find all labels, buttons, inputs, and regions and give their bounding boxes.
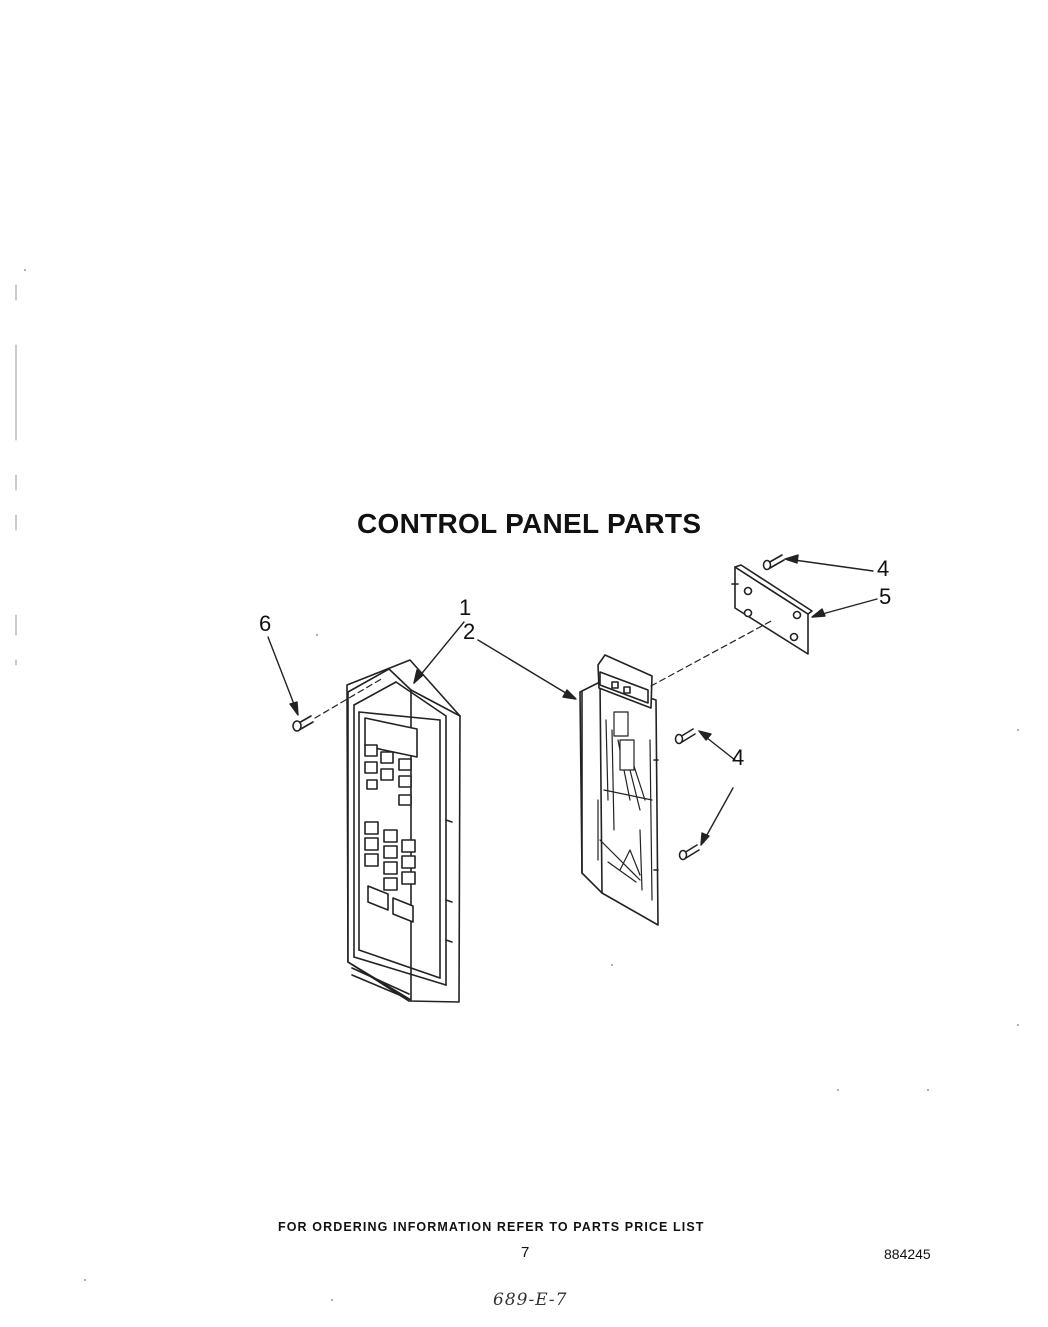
keypad-keys-lower: [364, 821, 416, 923]
callout-4-top: 4: [877, 556, 890, 581]
callout-6: 6: [259, 611, 272, 636]
callout-4-side: 4: [732, 745, 745, 770]
diagram-title: CONTROL PANEL PARTS: [357, 508, 702, 539]
handwritten-annotation: 689-E-7: [493, 1290, 568, 1310]
screw-part-6: [292, 677, 384, 732]
scan-specks: [24, 269, 1019, 1301]
leader-lines: [267, 554, 878, 846]
bracket-plate-part-5: [650, 564, 813, 687]
control-panel-keypad: [346, 659, 461, 1003]
page-number: 7: [521, 1244, 530, 1261]
ordering-note: FOR ORDERING INFORMATION REFER TO PARTS …: [278, 1220, 705, 1234]
document-number: 884245: [884, 1246, 931, 1262]
screws-part-4: [674, 554, 785, 861]
callout-5: 5: [879, 584, 892, 609]
callout-2: 2: [463, 619, 476, 644]
keypad-keys-upper: [364, 744, 412, 806]
circuit-board-part-2: [579, 654, 659, 926]
callout-1: 1: [459, 595, 472, 620]
